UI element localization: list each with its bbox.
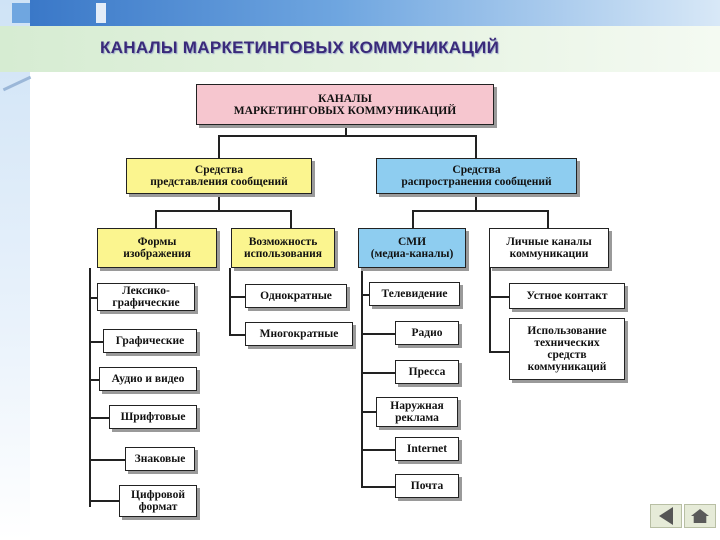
possibility-item: Многократные <box>245 322 353 346</box>
connector-line <box>229 334 245 336</box>
forms-item: Аудио и видео <box>99 367 197 391</box>
home-button[interactable] <box>684 504 716 528</box>
possibility-item: Однократные <box>245 284 347 308</box>
connector-line <box>229 296 245 298</box>
smi-item: Почта <box>395 474 459 498</box>
title-band <box>0 26 720 72</box>
decorative-top-bar <box>30 0 720 26</box>
decorative-square <box>96 3 106 23</box>
connector-line <box>229 268 231 335</box>
connector-line <box>361 333 395 335</box>
connector-line <box>361 268 363 486</box>
connector-line <box>475 194 477 210</box>
connector-line <box>475 135 477 158</box>
connector-line <box>218 135 220 158</box>
smi-item: Пресса <box>395 360 459 384</box>
forms-item: Лексико-графические <box>97 283 195 311</box>
connector-line <box>489 296 509 298</box>
forms-item: Знаковые <box>125 447 195 471</box>
connector-line <box>489 351 509 353</box>
connector-line <box>155 210 291 212</box>
connector-line <box>89 297 97 299</box>
connector-line <box>89 341 103 343</box>
connector-line <box>89 268 91 507</box>
back-button[interactable] <box>650 504 682 528</box>
home-icon <box>691 509 709 523</box>
personal-item: Устное контакт <box>509 283 625 309</box>
connector-line <box>345 125 347 135</box>
connector-line <box>290 210 292 228</box>
connector-line <box>155 210 157 228</box>
connector-line <box>218 135 475 137</box>
forms-item: Шрифтовые <box>109 405 197 429</box>
connector-line <box>89 417 109 419</box>
smi-item: Internet <box>395 437 459 461</box>
connector-line <box>218 194 220 210</box>
page-title: КАНАЛЫ МАРКЕТИНГОВЫХ КОММУНИКАЦИЙ <box>100 38 500 57</box>
connector-line <box>361 449 395 451</box>
smi-item: Телевидение <box>369 282 460 306</box>
connector-line <box>489 268 491 352</box>
back-arrow-icon <box>659 507 673 525</box>
connector-line <box>89 459 125 461</box>
smi-item: Радио <box>395 321 459 345</box>
connector-line <box>547 210 549 228</box>
decorative-square <box>12 3 30 23</box>
connector-line <box>412 210 414 228</box>
connector-line <box>361 294 369 296</box>
connector-line <box>89 379 99 381</box>
connector-line <box>89 500 119 502</box>
forms-item: Графические <box>103 329 197 353</box>
connector-line <box>361 372 395 374</box>
connector-line <box>412 210 548 212</box>
connector-line <box>361 411 376 413</box>
connector-line <box>361 486 395 488</box>
smi-node: СМИ(медиа-каналы) <box>358 228 466 268</box>
